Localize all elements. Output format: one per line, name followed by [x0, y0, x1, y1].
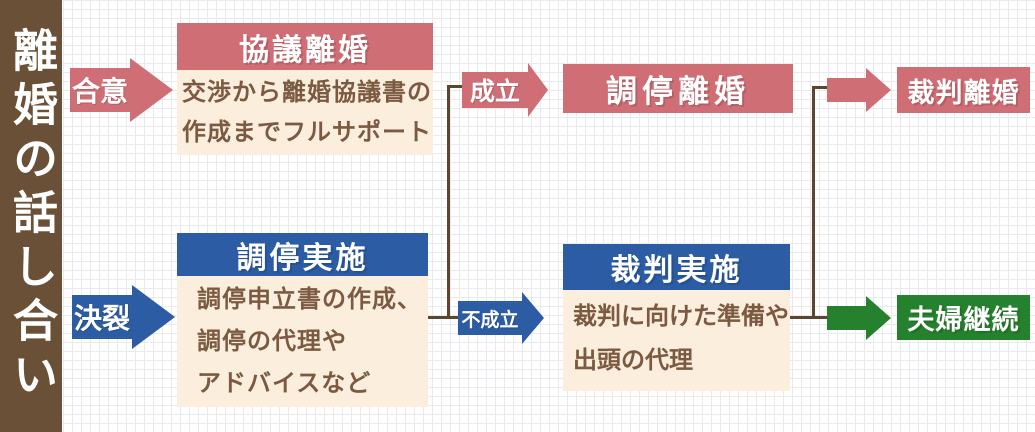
body-line: 調停の代理や	[197, 327, 347, 355]
arrow-settled-label: 成立	[462, 72, 528, 108]
arrow-settled-head-icon	[528, 63, 548, 117]
sidebar-title-bar: 離婚の話し合い	[0, 0, 62, 432]
node-mediated-divorce: 調停離婚	[563, 64, 793, 113]
page-title: 離婚の話し合い	[5, 27, 58, 405]
body-line: 作成までフルサポート	[182, 118, 432, 146]
node-consensual-divorce-body: 交渉から離婚協議書の 作成までフルサポート	[177, 70, 433, 155]
arrow-to-trial-divorce	[827, 68, 891, 112]
node-consensual-divorce: 協議離婚 交渉から離婚協議書の 作成までフルサポート	[177, 23, 433, 155]
body-line: アドバイスなど	[197, 369, 372, 397]
arrow-settled: 成立	[462, 63, 548, 117]
node-trial-execution-title: 裁判実施	[563, 244, 790, 290]
node-marriage-continues: 夫婦継続	[897, 295, 1030, 340]
arrow-not-settled: 不成立	[458, 292, 544, 344]
connector-right-bottom	[790, 316, 827, 319]
arrow-not-settled-label: 不成立	[458, 301, 522, 335]
node-trial-execution-body: 裁判に向けた準備や 出頭の代理	[563, 290, 790, 391]
arrow-breakdown: 決裂	[72, 285, 175, 349]
arrow-not-settled-head-icon	[522, 292, 544, 344]
node-mediation-execution-title: 調停実施	[177, 233, 428, 276]
body-line: 出頭の代理	[573, 346, 693, 374]
node-mediation-execution: 調停実施 調停申立書の作成、 調停の代理や アドバイスなど	[177, 233, 428, 407]
arrow-agreement-head-icon	[130, 58, 173, 122]
arrow-agreement: 合意	[70, 58, 173, 122]
arrow-agreement-label: 合意	[70, 68, 130, 112]
connector-right-vertical	[812, 86, 815, 319]
body-line: 調停申立書の作成、	[197, 285, 422, 313]
connector-left-top	[447, 85, 462, 88]
node-trial-divorce: 裁判離婚	[897, 67, 1030, 113]
connector-left-vertical	[447, 85, 450, 319]
arrow-to-marriage-continues-head-icon	[866, 296, 891, 340]
node-trial-execution: 裁判実施 裁判に向けた準備や 出頭の代理	[563, 244, 790, 391]
connector-left-bottom	[428, 316, 460, 319]
node-mediation-execution-body: 調停申立書の作成、 調停の代理や アドバイスなど	[177, 276, 428, 407]
body-line: 交渉から離婚協議書の	[182, 78, 432, 106]
arrow-breakdown-label: 決裂	[72, 295, 132, 339]
arrow-to-trial-divorce-head-icon	[866, 68, 891, 112]
arrow-to-marriage-continues-body	[827, 306, 866, 330]
arrow-to-trial-divorce-body	[827, 78, 866, 102]
arrow-to-marriage-continues	[827, 296, 891, 340]
connector-right-top	[812, 86, 827, 89]
arrow-breakdown-head-icon	[132, 285, 175, 349]
body-line: 裁判に向けた準備や	[573, 302, 789, 330]
node-consensual-divorce-title: 協議離婚	[177, 23, 433, 70]
